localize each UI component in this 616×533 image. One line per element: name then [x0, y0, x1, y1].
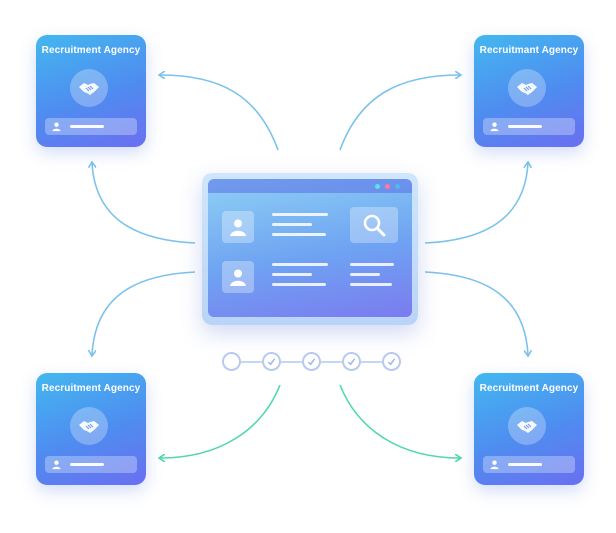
user-icon	[52, 460, 61, 470]
agency-user-row	[483, 456, 575, 473]
user-name-placeholder	[70, 125, 104, 128]
platform-screen	[208, 179, 412, 317]
check-icon	[387, 358, 396, 366]
user-icon	[52, 122, 61, 132]
user-name-placeholder	[70, 463, 104, 466]
arrow-to-bottom-left-agency	[160, 384, 281, 458]
agency-user-row	[483, 118, 575, 135]
check-icon	[347, 358, 356, 366]
arrow-up-top-right	[424, 163, 528, 244]
candidate-profile-1	[222, 211, 254, 243]
user-icon	[490, 460, 499, 470]
user-name-placeholder	[508, 463, 542, 466]
progress-step-1	[224, 354, 239, 369]
agency-card-top-right: Recruitmant Agency	[474, 35, 584, 147]
handshake-icon	[79, 83, 99, 95]
check-icon	[267, 358, 276, 366]
progress-step-5	[384, 354, 399, 369]
arrow-to-bottom-right-agency	[339, 384, 460, 458]
check-icon	[307, 358, 316, 366]
agency-card-top-left: Recruitment Agency	[36, 35, 146, 147]
window-dot-blue	[395, 184, 400, 189]
user-name-placeholder	[508, 125, 542, 128]
window-titlebar	[208, 179, 412, 193]
progress-tracker	[222, 352, 402, 372]
agency-title: Recruitmant Agency	[479, 45, 579, 56]
arrow-to-top-right-agency	[339, 75, 460, 151]
agency-card-bottom-right: Recruitment Agency	[474, 373, 584, 485]
agency-user-row	[45, 118, 137, 135]
agency-title: Recruitment Agency	[479, 383, 579, 394]
progress-step-3	[304, 354, 319, 369]
agency-user-row	[45, 456, 137, 473]
arrow-down-bottom-left	[92, 271, 196, 355]
search-icon	[363, 214, 386, 237]
handshake-icon	[517, 83, 537, 95]
candidate-profile-2	[222, 261, 254, 293]
arrow-down-bottom-right	[424, 271, 528, 355]
agency-card-bottom-left: Recruitment Agency	[36, 373, 146, 485]
window-dot-pink	[385, 184, 390, 189]
agency-title: Recruitment Agency	[41, 45, 141, 56]
user-avatar-icon	[230, 269, 246, 286]
progress-step-2	[264, 354, 279, 369]
window-dot-teal	[375, 184, 380, 189]
central-platform-window	[202, 173, 418, 325]
agency-title: Recruitment Agency	[41, 383, 141, 394]
user-icon	[490, 122, 499, 132]
user-avatar-icon	[230, 219, 246, 236]
progress-step-4	[344, 354, 359, 369]
handshake-icon	[517, 421, 537, 433]
handshake-icon	[79, 421, 99, 433]
search-panel[interactable]	[350, 207, 398, 243]
arrow-up-top-left	[92, 163, 196, 244]
arrow-to-top-left-agency	[160, 75, 279, 151]
